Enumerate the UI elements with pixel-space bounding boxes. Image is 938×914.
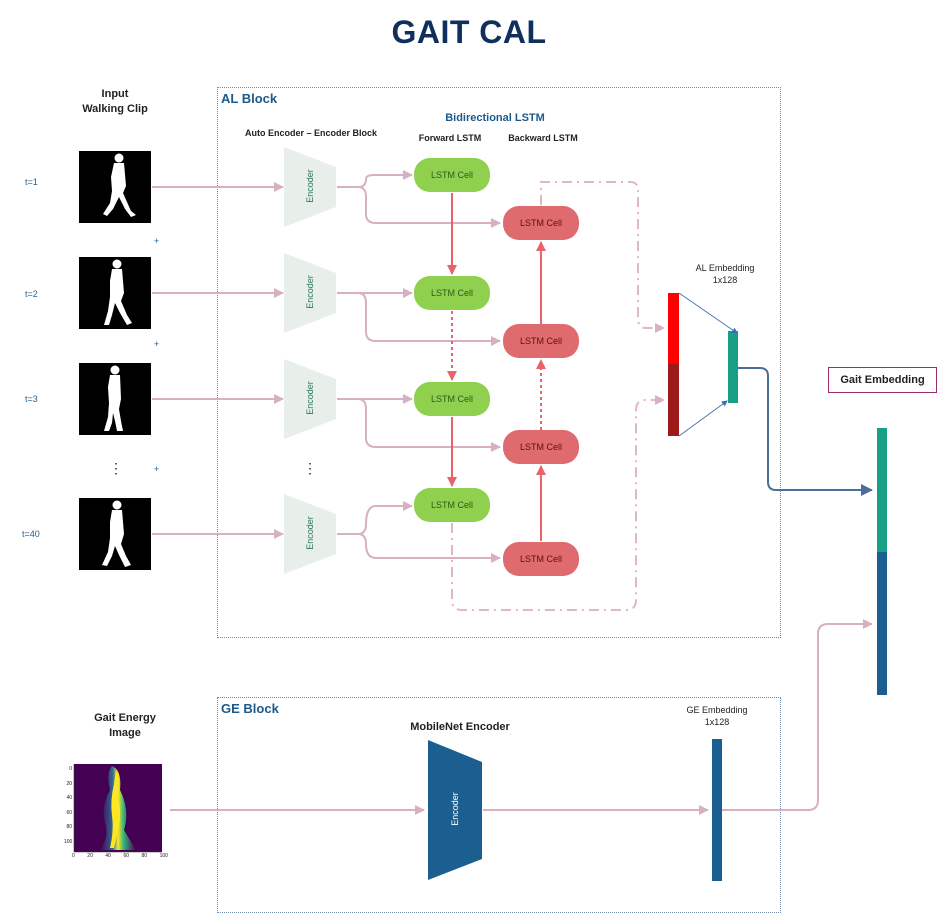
- time-label-t2: t=2: [25, 289, 38, 299]
- encoder-shapes: [284, 147, 336, 574]
- al-embedding-label: AL Embedding 1x128: [680, 262, 770, 286]
- forward-lstm-cell: LSTM Cell: [414, 382, 490, 416]
- input-label-line2: Walking Clip: [82, 103, 148, 115]
- bilstm-label: Bidirectional LSTM: [445, 112, 545, 124]
- gei-x-tick: 60: [123, 853, 130, 859]
- silhouette-frame-t3: [79, 363, 151, 435]
- ge-to-gait-arrow: [722, 619, 873, 811]
- gait-embedding-ge-part: [877, 552, 887, 695]
- plus-sign: +: [154, 464, 160, 474]
- gei-x-tick: 40: [105, 853, 111, 859]
- gei-y-tick: 100: [64, 838, 73, 845]
- ge-embedding-label-line1: GE Embedding: [686, 705, 748, 715]
- walking-silhouette-icon: [104, 259, 132, 325]
- mobilenet-encoder-text: Encoder: [450, 792, 460, 826]
- silhouette-frame-t2: [79, 257, 151, 329]
- gei-x-tick: 0: [72, 853, 75, 859]
- encoder-t40: [284, 494, 336, 574]
- encoder-t3: [284, 359, 336, 439]
- al-block-label: AL Block: [221, 91, 278, 106]
- encoder-text: Encoder: [305, 381, 315, 415]
- gait-energy-image: 0 20 40 60 80 100 0 20 40 60 80 100: [60, 760, 170, 860]
- backward-lstm-cell: LSTM Cell: [503, 430, 579, 464]
- frame-to-encoder-arrows: [152, 182, 284, 539]
- walking-silhouette-icon: [104, 365, 123, 431]
- forward-lstm-cell: LSTM Cell: [414, 158, 490, 192]
- backward-lstm-cell: LSTM Cell: [503, 206, 579, 240]
- plus-sign: +: [154, 339, 160, 349]
- gait-energy-heatmap: [73, 764, 162, 853]
- encoders-ellipsis: ⋮: [303, 460, 317, 476]
- gei-y-tick: 20: [66, 780, 72, 787]
- ge-embedding-label: GE Embedding 1x128: [672, 704, 762, 728]
- walking-silhouette-icon: [103, 153, 136, 217]
- gei-y-tick: 0: [69, 766, 72, 772]
- frames-ellipsis: ⋮: [109, 460, 123, 476]
- gei-y-tick: 80: [66, 824, 72, 831]
- al-to-gait-arrow: [738, 367, 873, 496]
- gait-embedding-label: Gait Embedding: [828, 367, 937, 393]
- al-embedding-bar: [728, 331, 738, 403]
- walking-silhouette-icon: [102, 500, 131, 567]
- gait-energy-image-label: Gait Energy Image: [80, 711, 170, 741]
- encoder-t2: [284, 253, 336, 333]
- gait-embedding-al-part: [877, 428, 887, 552]
- input-walking-clip-label: Input Walking Clip: [70, 87, 160, 117]
- gei-x-tick: 20: [87, 853, 93, 859]
- mobilenet-encoder-shape: [428, 740, 482, 880]
- gei-y-tick: 60: [66, 809, 72, 816]
- backward-lstm-label: Backward LSTM: [508, 133, 578, 143]
- gei-y-tick: 40: [66, 795, 72, 802]
- ge-embedding-label-line2: 1x128: [704, 717, 730, 727]
- projection-line-bottom: [678, 400, 728, 437]
- gei-label-line2: Image: [109, 727, 141, 739]
- ge-embedding-bar: [712, 739, 722, 881]
- encoder-text: Encoder: [305, 516, 315, 550]
- encoder-text: Encoder: [305, 169, 315, 203]
- forward-lstm-cell: LSTM Cell: [414, 488, 490, 522]
- forward-lstm-cell: LSTM Cell: [414, 276, 490, 310]
- al-embedding-label-line2: 1x128: [712, 275, 738, 285]
- input-label-line1: Input: [101, 88, 129, 100]
- projection-line-top: [678, 292, 738, 334]
- al-embedding-label-line1: AL Embedding: [695, 263, 755, 273]
- mobilenet-encoder-label: MobileNet Encoder: [410, 721, 510, 733]
- time-label-t1: t=1: [25, 177, 38, 187]
- ge-block-box: [217, 697, 781, 913]
- diagram-title: GAIT CAL: [391, 14, 547, 50]
- silhouette-frame-t40: [79, 498, 151, 570]
- forward-lstm-label: Forward LSTM: [418, 133, 482, 143]
- time-label-t40: t=40: [22, 529, 40, 539]
- forward-output-bar: [668, 293, 679, 364]
- ge-block-label: GE Block: [221, 701, 279, 716]
- silhouette-frame-t1: [79, 151, 151, 223]
- plus-sign: +: [154, 236, 160, 246]
- encoder-block-label: Auto Encoder – Encoder Block: [244, 128, 378, 138]
- al-block-box: [217, 87, 781, 638]
- encoder-to-lstm-arrows: [337, 170, 501, 563]
- gei-x-tick: 80: [141, 853, 148, 859]
- encoder-t1: [284, 147, 336, 227]
- gei-label-line1: Gait Energy: [94, 712, 156, 724]
- backward-lstm-cell: LSTM Cell: [503, 542, 579, 576]
- gei-y-ticks: 0 20 40 60 80 100: [64, 762, 72, 850]
- encoder-text: Encoder: [305, 275, 315, 309]
- gei-x-tick: 100: [159, 853, 168, 859]
- backward-output-bar: [668, 364, 679, 436]
- backward-lstm-cell: LSTM Cell: [503, 324, 579, 358]
- time-label-t3: t=3: [25, 394, 38, 404]
- dashdot-connectors: [451, 181, 665, 611]
- gei-x-ticks: 0 20 40 60 80 100: [72, 853, 168, 859]
